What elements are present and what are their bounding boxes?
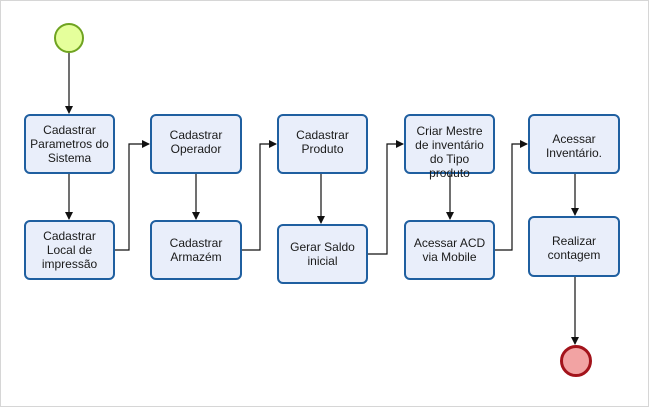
link-t4-t5 <box>241 140 277 251</box>
task-cadastrar-operador[interactable]: Cadastrar Operador <box>150 114 242 174</box>
task-label: Cadastrar Local de impressão <box>41 229 98 271</box>
task-cadastrar-produto[interactable]: Cadastrar Produto <box>277 114 368 174</box>
task-acessar-inventario[interactable]: Acessar Inventário. <box>528 114 620 174</box>
task-label: Gerar Saldo inicial <box>290 240 355 268</box>
task-label: Realizar contagem <box>547 234 601 262</box>
task-cadastrar-local-impressao[interactable]: Cadastrar Local de impressão <box>24 220 115 280</box>
link-t8-t9 <box>494 140 528 251</box>
end-event <box>560 345 592 377</box>
task-label: Cadastrar Armazém <box>169 236 223 264</box>
link-t6-t7 <box>367 140 404 255</box>
task-realizar-contagem[interactable]: Realizar contagem <box>528 216 620 277</box>
task-label: Acessar Inventário. <box>545 132 603 160</box>
task-label: Criar Mestre de inventário do Tipo produ… <box>415 124 484 180</box>
task-label: Cadastrar Produto <box>296 128 349 156</box>
start-event <box>54 23 84 53</box>
task-criar-mestre-inventario[interactable]: Criar Mestre de inventário do Tipo produ… <box>404 114 495 180</box>
link-t2-t3 <box>114 140 150 251</box>
task-label: Acessar ACD via Mobile <box>413 236 486 264</box>
task-acessar-acd-mobile[interactable]: Acessar ACD via Mobile <box>404 220 495 280</box>
task-label: Cadastrar Parametros do Sistema <box>30 123 109 165</box>
task-gerar-saldo-inicial[interactable]: Gerar Saldo inicial <box>277 224 368 284</box>
task-cadastrar-parametros[interactable]: Cadastrar Parametros do Sistema <box>24 114 115 174</box>
task-cadastrar-armazem[interactable]: Cadastrar Armazém <box>150 220 242 280</box>
task-label: Cadastrar Operador <box>169 128 223 156</box>
